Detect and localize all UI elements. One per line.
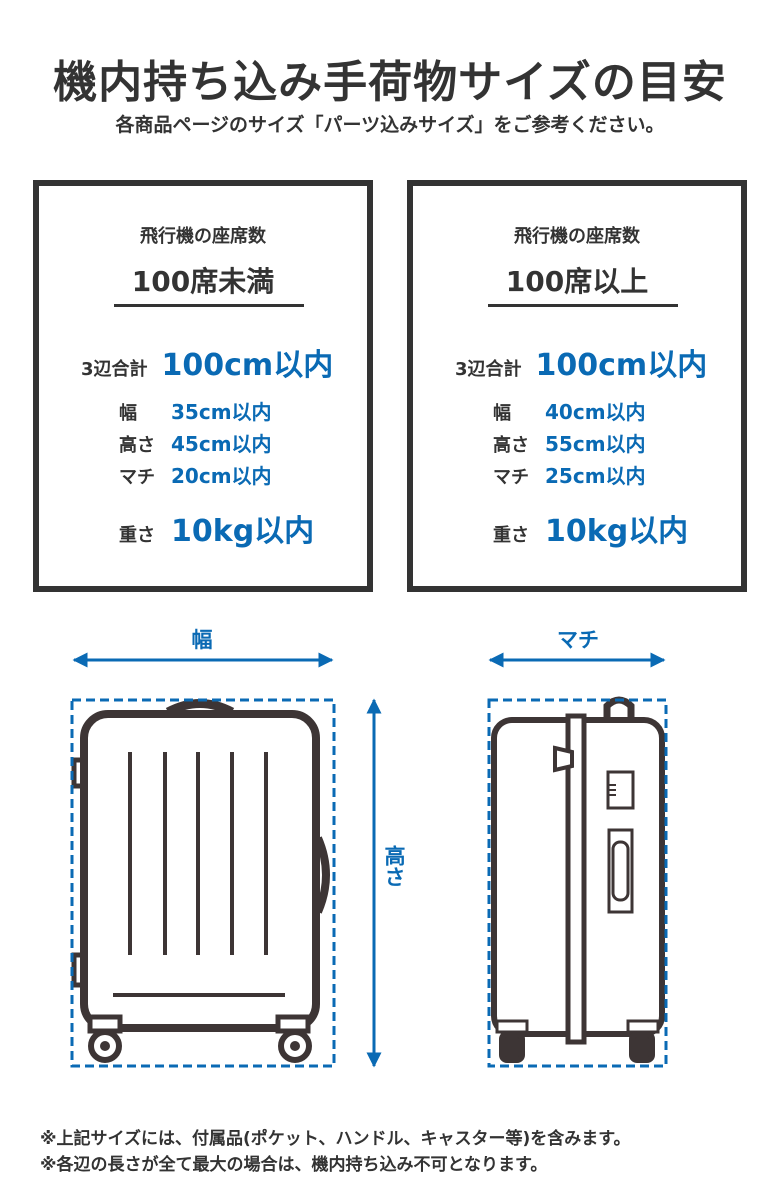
page-title: 機内持ち込み手荷物サイズの目安 <box>53 57 727 108</box>
divider <box>114 304 304 307</box>
total-value: 100cm以内 <box>535 348 708 383</box>
width-label: 幅 <box>119 403 137 424</box>
card-caption: 飛行機の座席数 <box>514 226 640 247</box>
size-card-over-100-seats: 飛行機の座席数 100席以上 3辺合計 100cm以内 幅 40cm以内 高さ 55c… <box>407 180 747 592</box>
depth-label: マチ <box>119 467 155 488</box>
divider <box>488 304 678 307</box>
height-label: 高さ <box>493 435 529 456</box>
width-label: 幅 <box>493 403 511 424</box>
footnote: ※各辺の長さが全て最大の場合は、機内持ち込み不可となります。 <box>40 1155 548 1175</box>
suitcase-side-icon <box>491 696 665 1063</box>
depth-value: 20cm以内 <box>171 464 272 488</box>
footnote: ※上記サイズには、付属品(ポケット、ハンドル、キャスター等)を含みます。 <box>40 1129 631 1149</box>
page-subtitle: 各商品ページのサイズ「パーツ込みサイズ」をご参考ください。 <box>115 114 665 136</box>
height-value: 45cm以内 <box>171 432 272 456</box>
weight-label: 重さ <box>119 525 155 546</box>
total-label: 3辺合計 <box>455 359 522 380</box>
card-seat-count: 100席未満 <box>131 265 275 298</box>
size-card-under-100-seats: 飛行機の座席数 100席未満 3辺合計 100cm以内 幅 35cm以内 高さ 45c… <box>33 180 373 592</box>
depth-dimension-label: マチ <box>557 628 599 652</box>
suitcase-diagram <box>70 652 668 1068</box>
card-seat-count: 100席以上 <box>505 265 649 298</box>
width-value: 35cm以内 <box>171 400 272 424</box>
weight-value: 10kg以内 <box>545 514 689 549</box>
depth-value: 25cm以内 <box>545 464 646 488</box>
width-height-guide <box>70 698 336 1068</box>
total-value: 100cm以内 <box>161 348 334 383</box>
width-dimension-label: 幅 <box>191 628 213 652</box>
suitcase-front-icon <box>71 699 330 1063</box>
weight-label: 重さ <box>493 525 529 546</box>
width-value: 40cm以内 <box>545 400 646 424</box>
height-value: 55cm以内 <box>545 432 646 456</box>
depth-guide <box>487 698 668 1068</box>
height-dimension-label: 高さ <box>382 845 406 887</box>
depth-label: マチ <box>493 467 529 488</box>
height-label: 高さ <box>119 435 155 456</box>
card-caption: 飛行機の座席数 <box>140 226 266 247</box>
total-label: 3辺合計 <box>81 359 148 380</box>
weight-value: 10kg以内 <box>171 514 315 549</box>
footnotes: ※上記サイズには、付属品(ポケット、ハンドル、キャスター等)を含みます。 ※各辺… <box>40 1126 631 1178</box>
